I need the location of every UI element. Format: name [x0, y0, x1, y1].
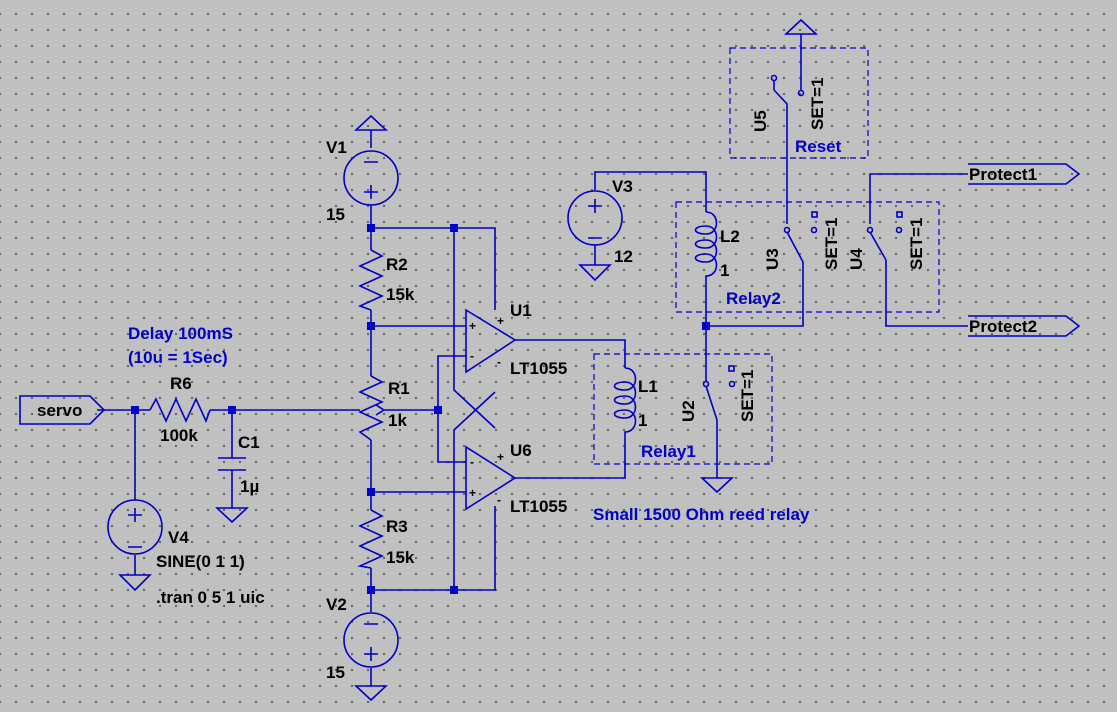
relay2-label: Relay2 [726, 289, 781, 308]
port-protect2[interactable]: Protect2 [968, 315, 1081, 337]
l1-value: 1 [638, 411, 647, 430]
tran-directive: .tran 0 5 1 uic [156, 588, 265, 607]
resistor-r3[interactable] [357, 509, 384, 569]
r2-name: R2 [386, 255, 408, 274]
l2-value: 1 [720, 261, 729, 280]
port-servo[interactable]: servo [19, 395, 106, 425]
u3-value: SET=1 [822, 218, 841, 270]
inductor-l1[interactable] [613, 367, 637, 440]
switch-u3[interactable] [783, 211, 818, 263]
u2-name: U2 [679, 400, 698, 422]
opamp-u1[interactable]: + - + - [465, 308, 517, 374]
resistor-r2[interactable] [357, 249, 384, 311]
relay-box-reset [729, 47, 869, 159]
u6-vminus-pin: - [497, 493, 501, 507]
r6-name: R6 [170, 374, 192, 393]
u6-vplus-pin: + [497, 450, 504, 464]
u3-name: U3 [763, 248, 782, 270]
opamp-u6[interactable]: - + + - [465, 445, 517, 511]
u1-plus-pin: + [469, 319, 476, 333]
u1-vplus-pin: + [497, 314, 504, 328]
relay-box-relay2 [675, 201, 940, 313]
annotations: Delay 100mS (10u = 1Sec) Reset Relay2 Re… [128, 137, 842, 607]
v1-value: 15 [326, 205, 345, 224]
relay1-label: Relay1 [641, 442, 696, 461]
u1-value: LT1055 [510, 359, 567, 378]
l2-name: L2 [720, 227, 740, 246]
r2-value: 15k [386, 285, 415, 304]
v1-name: V1 [326, 138, 347, 157]
u1-minus-pin: - [470, 349, 474, 363]
u2-value: SET=1 [738, 370, 757, 422]
u6-plus-pin: + [469, 486, 476, 500]
v3-value: 12 [614, 247, 633, 266]
capacitor-c1[interactable] [218, 457, 246, 471]
source-v4[interactable] [107, 499, 163, 592]
ground-u2 [699, 477, 735, 494]
source-v3[interactable] [567, 190, 623, 282]
delay-note-line2: (10u = 1Sec) [128, 348, 228, 367]
r1-name: R1 [388, 379, 410, 398]
v4-name: V4 [168, 528, 189, 547]
port-protect2-label: Protect2 [969, 317, 1037, 336]
junctions [131, 224, 710, 594]
labels: V1 15 V2 15 V3 12 V4 SINE(0 1 1) R2 15k … [156, 78, 926, 682]
u5-name: U5 [751, 110, 770, 132]
switch-u5[interactable] [770, 74, 805, 131]
port-protect1-label: Protect1 [969, 165, 1037, 184]
wires [97, 34, 968, 686]
u4-value: SET=1 [907, 218, 926, 270]
r3-name: R3 [386, 517, 408, 536]
v2-name: V2 [326, 595, 347, 614]
relay-box-relay1 [593, 353, 773, 465]
u6-value: LT1055 [510, 497, 567, 516]
r3-value: 15k [386, 548, 415, 567]
l1-name: L1 [638, 377, 658, 396]
source-v1[interactable] [343, 114, 399, 206]
resistor-r6[interactable] [149, 397, 211, 424]
reed-relay-note: Small 1500 Ohm reed relay [593, 505, 810, 524]
r6-value: 100k [160, 426, 198, 445]
u5-value: SET=1 [808, 78, 827, 130]
port-servo-label: servo [37, 401, 82, 420]
c1-name: C1 [238, 433, 260, 452]
r1-value: 1k [388, 411, 407, 430]
port-protect1[interactable]: Protect1 [968, 163, 1081, 185]
source-v2[interactable] [343, 612, 399, 702]
u1-vminus-pin: - [497, 355, 501, 369]
u1-name: U1 [510, 301, 532, 320]
v2-value: 15 [326, 663, 345, 682]
v4-value: SINE(0 1 1) [156, 552, 245, 571]
u4-name: U4 [847, 248, 866, 270]
switch-u4[interactable] [866, 211, 903, 261]
inductor-l2[interactable] [694, 211, 718, 290]
u6-name: U6 [510, 441, 532, 460]
supply-u5 [783, 18, 819, 35]
u6-minus-pin: - [470, 455, 474, 469]
v3-name: V3 [612, 177, 633, 196]
switch-u2[interactable] [702, 365, 736, 421]
potentiometer-r1[interactable] [358, 375, 385, 441]
c1-value: 1µ [240, 477, 259, 496]
ground-c1 [214, 507, 250, 524]
delay-note-line1: Delay 100mS [128, 324, 233, 343]
reset-label: Reset [795, 137, 842, 156]
